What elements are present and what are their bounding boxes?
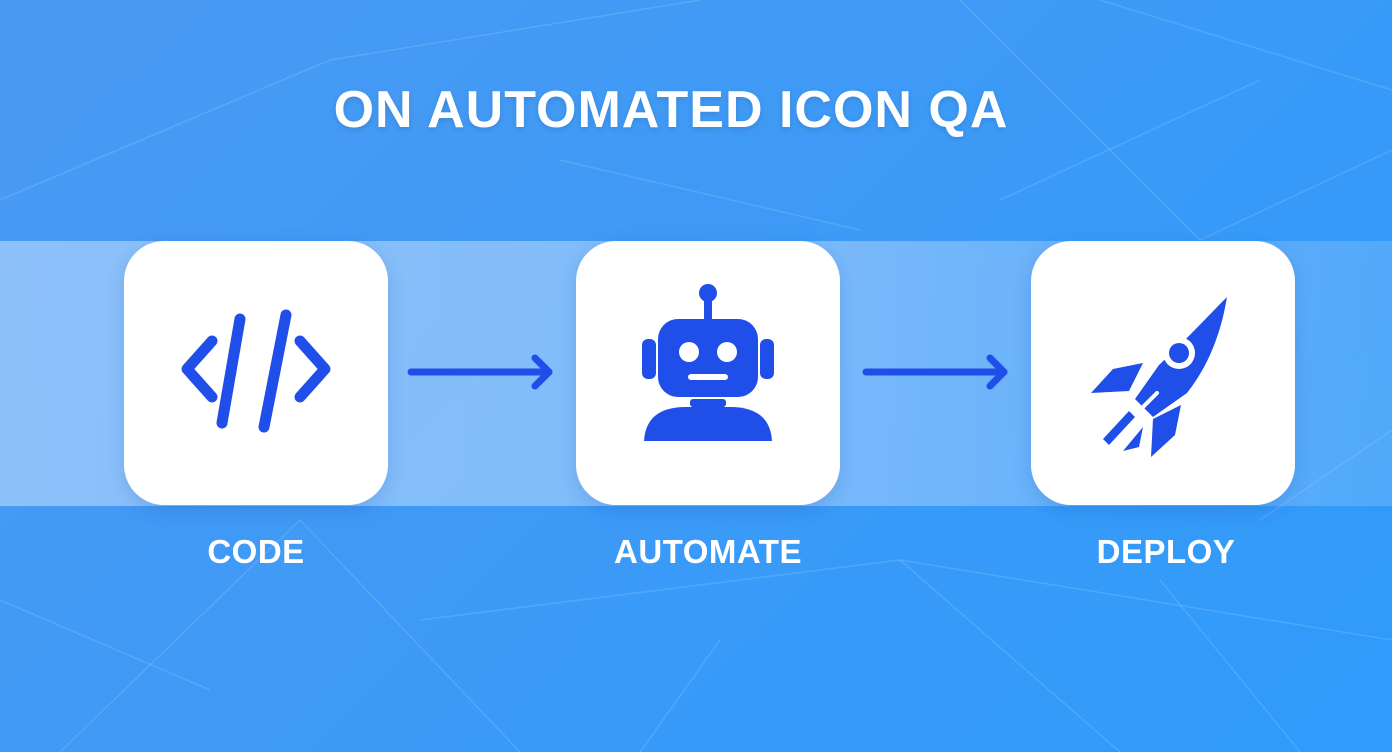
deploy-card [1031,241,1295,505]
arrow-right-icon [862,354,1008,390]
code-card [124,241,388,505]
step-label-automate: AUTOMATE [614,533,802,570]
robot-icon [642,284,774,441]
step-label-deploy: DEPLOY [1096,533,1236,570]
automate-card [576,241,840,505]
step-label-code: CODE [207,533,305,570]
code-icon [181,309,331,433]
arrow-right-icon [407,354,553,390]
rocket-icon [1091,297,1227,457]
page-title: ON AUTOMATED ICON QA [333,81,1009,139]
